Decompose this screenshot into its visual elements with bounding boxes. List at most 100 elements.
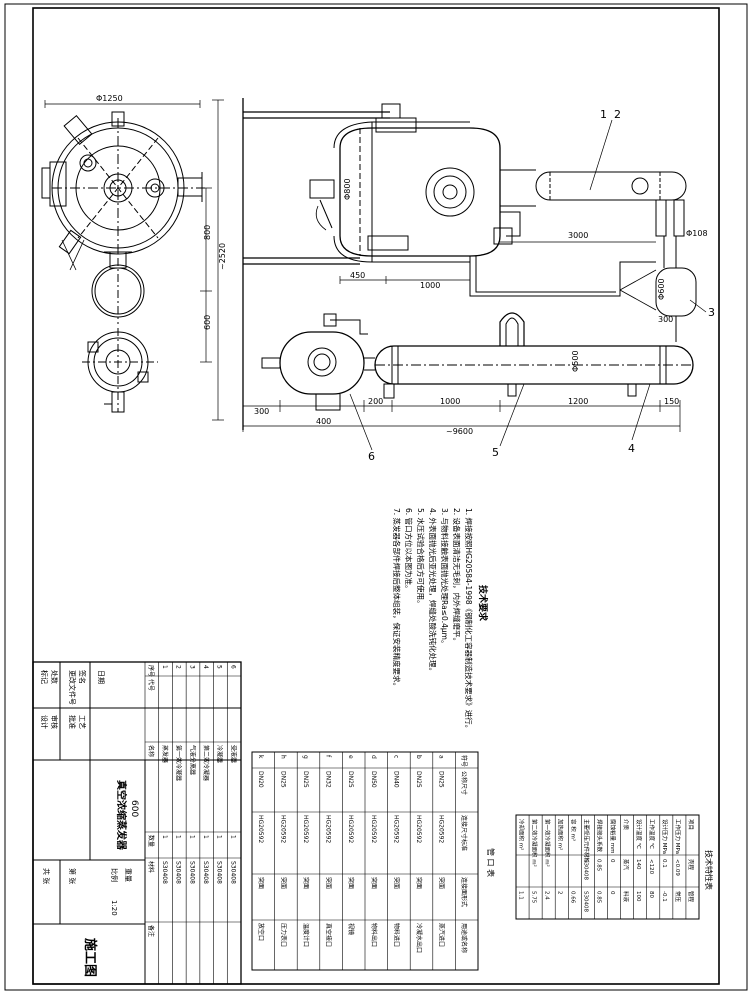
assembly-drawing bbox=[41, 98, 707, 451]
balloon: 6 bbox=[368, 450, 375, 463]
bom-cell: 蒸发器 bbox=[161, 745, 169, 763]
dim-label: 3000 bbox=[568, 231, 588, 240]
spec-cell: 焊接接头系数 bbox=[596, 819, 604, 853]
bom-cell: 代号 bbox=[147, 679, 155, 691]
tech-item: 3. 与物料接触表面抛光处理Ra≤0.4μm。 bbox=[440, 508, 450, 647]
bom-cell: S30408 bbox=[229, 861, 236, 884]
bom-cell: 3 bbox=[188, 665, 195, 669]
dim-label: 150 bbox=[664, 397, 679, 406]
bom-cell: 1 bbox=[175, 835, 182, 839]
spec-cell: 加热面积 m² bbox=[556, 819, 564, 850]
nozzle-cell: DN25 bbox=[302, 771, 309, 788]
spec-cell: S30408 bbox=[583, 891, 589, 912]
nozzle-cell: DN25 bbox=[415, 771, 422, 788]
bom-cell: 2 bbox=[175, 665, 182, 669]
dim-label: 400 bbox=[316, 417, 331, 426]
bom-cell: 冷凝器 bbox=[216, 745, 224, 763]
drawing-title: 真空浓缩蒸发器 bbox=[115, 780, 128, 851]
spec-cell: 80 bbox=[648, 891, 654, 898]
nozzle-cell: HG20592 bbox=[415, 815, 422, 843]
spec-cell: 0 bbox=[609, 859, 615, 863]
bom-cell: 名称 bbox=[147, 745, 155, 757]
dim-label: Φ1250 bbox=[96, 94, 123, 103]
nozzle-cell: 公称尺寸 bbox=[460, 771, 468, 795]
nozzle-cell: 突面 bbox=[438, 877, 446, 889]
spec-cell: 0.1 bbox=[661, 859, 667, 868]
sheet-label: 共 张 bbox=[42, 868, 51, 884]
bom-cell: 1 bbox=[161, 835, 168, 839]
spec-cell: 2 bbox=[556, 891, 562, 895]
bom-cell: 材料 bbox=[147, 861, 155, 873]
nozzle-cell: HG20592 bbox=[279, 815, 286, 843]
process-label: 工艺 bbox=[78, 715, 86, 729]
bom-cell: S30408 bbox=[175, 861, 182, 884]
spec-cell: 项目 bbox=[687, 819, 694, 830]
bom-cell: S30408 bbox=[161, 861, 168, 884]
stage-label: 施工图 bbox=[82, 938, 98, 977]
spec-cell: 1.1 bbox=[517, 891, 523, 900]
nozzle-cell: b bbox=[415, 755, 422, 759]
nozzle-cell: 连接面形式 bbox=[460, 877, 468, 907]
nozzle-cell: 符号 bbox=[460, 755, 468, 767]
bom-cell: S30408 bbox=[188, 861, 195, 884]
top-view-evaporator bbox=[41, 111, 205, 271]
inner-frame bbox=[32, 7, 720, 985]
scale-value: 1:20 bbox=[110, 900, 118, 916]
nozzle-cell: DN25 bbox=[347, 771, 354, 788]
spec-cell: 第一效冷凝面积 m² bbox=[543, 819, 551, 867]
spec-cell: 常压 bbox=[674, 891, 682, 903]
spec-cell: 0.85 bbox=[596, 859, 602, 872]
spec-cell: 介质 bbox=[622, 819, 630, 831]
spec-cell: 100 bbox=[635, 891, 641, 902]
nozzle-cell: 突面 bbox=[279, 877, 287, 889]
balloon: 4 bbox=[628, 442, 635, 455]
nozzle-cell: h bbox=[279, 755, 286, 759]
nozzle-cell: 突面 bbox=[415, 877, 423, 889]
nozzle-cell: DN25 bbox=[438, 771, 445, 788]
dim-label: Φ600 bbox=[657, 278, 666, 300]
spec-cell: 工作压力 MPa bbox=[674, 819, 682, 854]
outer-frame bbox=[4, 3, 748, 991]
title-block: 6受液器1S304085冷凝器1S304084第二效冷凝器1S304083气液分… bbox=[32, 661, 242, 985]
nozzle-cell: c bbox=[392, 755, 399, 758]
bom-cell: 1 bbox=[202, 835, 209, 839]
spec-cell: 壳程 bbox=[687, 859, 695, 871]
spec-cell: 设计温度 ℃ bbox=[635, 819, 643, 849]
nozzle-cell: 真空接口 bbox=[325, 923, 333, 947]
dim-label: Φ800 bbox=[343, 178, 352, 200]
dim-label: 1200 bbox=[568, 397, 588, 406]
balloon: 3 bbox=[708, 306, 715, 319]
spec-cell: <120 bbox=[648, 859, 654, 875]
nozzle-cell: HG20592 bbox=[347, 815, 354, 843]
bom-cell: 第二效冷凝器 bbox=[202, 745, 210, 781]
nozzle-cell: 突面 bbox=[347, 877, 355, 889]
nozzle-cell: 压力表口 bbox=[279, 923, 287, 947]
nozzle-cell: e bbox=[347, 755, 354, 759]
nozzle-cell: 蒸汽进口 bbox=[438, 923, 446, 947]
tech-item: 6. 管口方位以本图为准。 bbox=[404, 508, 414, 593]
spec-cell: 料液 bbox=[622, 891, 630, 903]
spec-cell: 5.75 bbox=[530, 891, 536, 904]
part-balloons: 2 3 4 5 6 1 bbox=[368, 108, 715, 463]
spec-cell: 腐蚀裕量 mm bbox=[609, 819, 617, 853]
tech-item: 2. 设备表面清洁无毛刺，内外焊缝磨平。 bbox=[452, 508, 462, 645]
drawing-model: 600 bbox=[129, 800, 139, 817]
bom-cell: S30408 bbox=[216, 861, 223, 884]
top-view-separator bbox=[91, 258, 145, 324]
nozzle-cell: 用途或名称 bbox=[460, 923, 468, 953]
nozzle-cell: 视镜 bbox=[347, 923, 355, 935]
nozzle-cell: 突面 bbox=[302, 877, 310, 889]
scale-label: 比例 bbox=[110, 868, 119, 882]
approve-label: 批准 bbox=[68, 715, 77, 729]
mark-label: 处数 bbox=[50, 670, 59, 684]
tech-item: 1. 焊接按照HG20584-1998《钢制化工容器制造技术要求》进行。 bbox=[464, 508, 474, 732]
dim-label: 1000 bbox=[440, 397, 460, 406]
bom-cell: 1 bbox=[161, 665, 168, 669]
nozzle-cell: DN32 bbox=[325, 771, 332, 788]
bom-cell: 受液器 bbox=[229, 745, 237, 763]
balloon: 1 bbox=[600, 108, 607, 121]
spec-cell: 容 积 m³ bbox=[570, 819, 578, 841]
